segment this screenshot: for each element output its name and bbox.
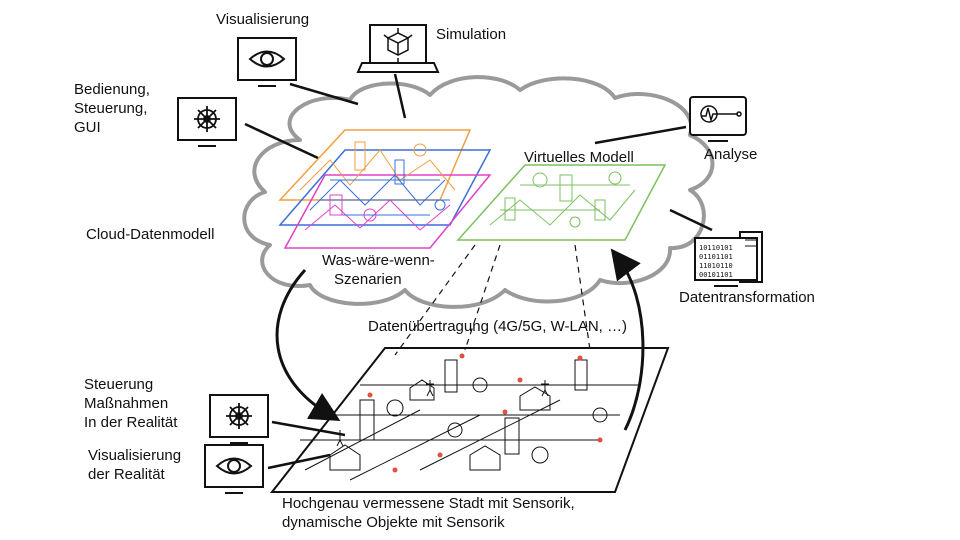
data-terminal-icon: 10110101 01101101 11010110 00101101 xyxy=(699,244,733,279)
label-cloud-datenmodell: Cloud-Datenmodell xyxy=(86,226,215,243)
city-plane xyxy=(269,347,670,493)
label-stadt-line2: dynamische Objekte mit Sensorik xyxy=(282,514,505,531)
label-datenuebertragung: Datenübertragung (4G/5G, W-LAN, …) xyxy=(368,318,627,335)
label-visualisierung-realitaet: Visualisierung der Realität xyxy=(88,446,181,484)
label-visualisierung: Visualisierung xyxy=(216,11,310,28)
eye-icon xyxy=(215,457,253,475)
monitor-visualisierung-realitaet xyxy=(204,444,264,494)
connector-datentransformation xyxy=(669,208,713,232)
label-was-waere-wenn-line1: Was-wäre-wenn- xyxy=(322,252,435,269)
eye-icon xyxy=(248,50,286,68)
connector-bedienung xyxy=(244,122,319,160)
layer-orange xyxy=(278,129,472,201)
label-virtuelles-modell: Virtuelles Modell xyxy=(524,149,634,166)
virtual-model xyxy=(456,164,667,241)
monitor-analyse xyxy=(689,96,747,142)
helm-wheel-icon xyxy=(226,403,252,429)
label-visualisierung-realitaet-line2: der Realität xyxy=(88,466,165,483)
layer-magenta xyxy=(283,174,492,249)
svg-text:11010110: 11010110 xyxy=(699,262,733,270)
label-steuerung-realitaet-line1: Steuerung xyxy=(84,376,154,393)
arrow-to-virtual-model xyxy=(610,248,645,431)
label-steuerung-realitaet: Steuerung Maßnahmen In der Realität xyxy=(84,375,177,432)
label-was-waere-wenn-line2: Szenarien xyxy=(334,271,402,288)
monitor-visualisierung xyxy=(237,37,297,87)
label-bedienung-line3: GUI xyxy=(74,119,101,136)
svg-text:01101101: 01101101 xyxy=(699,253,733,261)
svg-text:00101101: 00101101 xyxy=(699,271,733,279)
label-stadt: Hochgenau vermessene Stadt mit Sensorik,… xyxy=(282,494,575,532)
label-was-waere-wenn: Was-wäre-wenn- Szenarien xyxy=(322,251,435,289)
connector-steuerung-realitaet xyxy=(271,420,346,437)
helm-wheel-icon xyxy=(194,106,220,132)
label-analyse: Analyse xyxy=(704,146,758,163)
city-plane-outline xyxy=(269,347,670,493)
label-datentransformation: Datentransformation xyxy=(679,289,815,306)
layer-blue xyxy=(278,149,492,226)
label-bedienung-line2: Steuerung, xyxy=(74,100,148,117)
label-steuerung-realitaet-line3: In der Realität xyxy=(84,414,178,431)
label-simulation: Simulation xyxy=(436,26,507,43)
arrow-to-reality xyxy=(275,268,341,422)
data-terminal: 10110101 01101101 11010110 00101101 xyxy=(694,231,763,287)
data-transmission-lines xyxy=(394,244,591,356)
virtual-model-plane xyxy=(456,164,667,241)
cloud-outline xyxy=(242,75,715,309)
label-bedienung-line1: Bedienung, xyxy=(74,81,150,98)
scenario-layers xyxy=(278,129,492,249)
analysis-chart-icon xyxy=(700,105,742,123)
monitor-steuerung-realitaet xyxy=(209,394,269,444)
label-steuerung-realitaet-line2: Maßnahmen xyxy=(84,395,169,412)
label-visualisierung-realitaet-line1: Visualisierung xyxy=(88,447,182,464)
laptop-simulation xyxy=(356,24,440,73)
connector-analyse xyxy=(594,125,687,145)
label-stadt-line1: Hochgenau vermessene Stadt mit Sensorik, xyxy=(282,495,575,512)
connector-visualisierung-realitaet xyxy=(267,453,331,470)
connector-simulation xyxy=(393,73,407,119)
svg-text:10110101: 10110101 xyxy=(699,244,733,252)
vr-headset-icon xyxy=(383,28,413,63)
connector-visualisierung xyxy=(289,82,359,106)
label-bedienung: Bedienung, Steuerung, GUI xyxy=(74,80,150,137)
monitor-bedienung xyxy=(177,97,237,147)
